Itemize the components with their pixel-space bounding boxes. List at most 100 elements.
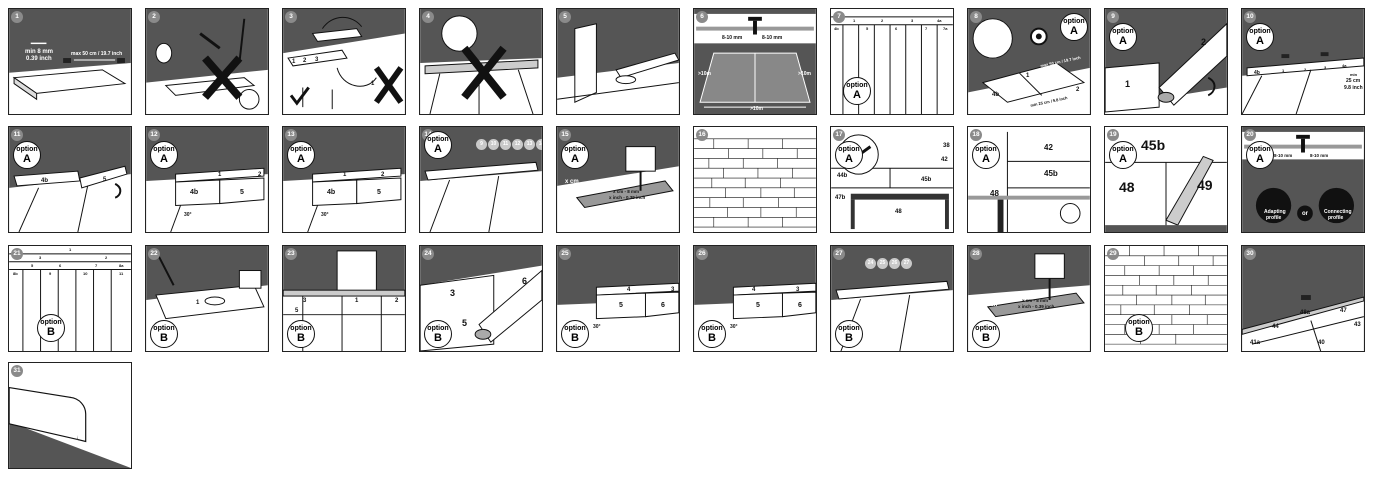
step-badge: 9: [476, 139, 487, 150]
step-badge: 24: [865, 258, 876, 269]
panel-26: 26 4 3 5 6 30° option B: [693, 245, 817, 352]
panel-4-illustration: [420, 9, 542, 114]
panel-25-illustration: [557, 246, 679, 351]
panel-1-illustration: [9, 9, 131, 114]
option-word: option: [1112, 146, 1134, 153]
step-number: 26: [696, 248, 708, 260]
option-badge: option B: [698, 320, 726, 348]
panel-7-text-c: 3: [911, 18, 914, 23]
panel-13-text-a: 1: [343, 172, 347, 178]
panel-18-text-c: 48: [990, 189, 999, 198]
panel-25-text-b: 3: [671, 287, 675, 293]
panel-15: 15 option A x cm x inch x cm - 8 mm x in…: [556, 126, 680, 233]
option-word: option: [1249, 146, 1271, 153]
panel-3-illustration: [283, 9, 405, 114]
panel-8-text-d: 4b: [992, 92, 1000, 98]
step-badge: 25: [877, 258, 888, 269]
panel-13-text-d: 5: [377, 189, 381, 196]
step-number: 21: [11, 248, 23, 260]
panel-3-text-c: 3: [315, 57, 319, 63]
step-badge: 26: [889, 258, 900, 269]
panel-8: 8 option A max 50 cm / 19.7 inch 1 2 4b …: [967, 8, 1091, 115]
panel-6: 6 8-10 mm 8-10 mm >10m >10m >10m: [693, 8, 817, 115]
step-number: 30: [1244, 248, 1256, 260]
step-number: 18: [970, 129, 982, 141]
option-letter: B: [845, 332, 853, 344]
panel-17-text-f: 48: [895, 209, 902, 215]
panel-24-text-b: 6: [522, 276, 528, 286]
option-letter: A: [853, 89, 861, 101]
panel-10-text-b: 1: [1282, 68, 1285, 73]
step-badge: 11: [500, 139, 511, 150]
panel-3-text-d: 1: [371, 81, 375, 87]
panel-22-text-a: 1: [196, 300, 200, 306]
panel-20-text-g: profile: [1328, 215, 1344, 221]
option-letter: A: [297, 153, 305, 165]
panel-20-text-c: Adapting: [1264, 209, 1286, 215]
step-number: 28: [970, 248, 982, 260]
panel-10-text-f: min: [1350, 72, 1358, 77]
option-word: option: [153, 325, 175, 332]
option-badge: option A: [843, 77, 871, 105]
option-word: option: [427, 136, 449, 143]
option-letter: B: [982, 332, 990, 344]
option-badge: option A: [835, 141, 863, 169]
step-number: 17: [833, 129, 845, 141]
panel-6-illustration: [694, 9, 816, 114]
panel-13-text-b: 2: [381, 172, 385, 178]
panel-30-text-d: 43: [1354, 322, 1361, 328]
panel-11-illustration: [9, 127, 131, 232]
panel-23: 23 3 1 2 5 option B: [282, 245, 406, 352]
option-letter: A: [1070, 25, 1078, 37]
panel-7-text-i: 7a: [943, 26, 948, 31]
panel-12-text-e: 30°: [184, 212, 192, 218]
option-badge: option A: [1246, 141, 1274, 169]
step-number: 10: [1244, 11, 1256, 23]
panel-21-text-j: 9: [49, 271, 52, 276]
panel-30-text-e: 41a: [1250, 340, 1261, 346]
step-number: 2: [148, 11, 160, 23]
step-badge: 12: [512, 139, 523, 150]
option-letter: A: [160, 153, 168, 165]
option-word: option: [564, 146, 586, 153]
option-word: option: [427, 325, 449, 332]
step-number: 11: [11, 129, 23, 141]
panel-6-text-a: 8-10 mm: [722, 35, 743, 41]
panel-1-text-a: min 8 mm: [25, 49, 54, 55]
panel-11-text-a: 4b: [41, 178, 49, 184]
panel-22: 22 1 option B: [145, 245, 269, 352]
panel-23-text-a: 3: [303, 298, 307, 304]
panel-24: 24 3 6 5 option B: [419, 245, 543, 352]
step-number: 1: [11, 11, 23, 23]
panel-23-text-b: 1: [355, 298, 359, 304]
option-word: option: [838, 325, 860, 332]
step-number: 19: [1107, 129, 1119, 141]
option-badge: option B: [561, 320, 589, 348]
panel-21-text-k: 10: [83, 271, 88, 276]
option-badge: option A: [1060, 13, 1088, 41]
step-number: 12: [148, 129, 160, 141]
panel-20-text-f: Connecting: [1324, 209, 1352, 215]
option-word: option: [838, 146, 860, 153]
step-badge: 27: [901, 258, 912, 269]
option-badge: option A: [287, 141, 315, 169]
option-word: option: [290, 325, 312, 332]
option-badge: option A: [150, 141, 178, 169]
panel-17-text-e: 47b: [835, 195, 846, 201]
panel-17-text-b: 42: [941, 157, 948, 163]
option-letter: A: [1119, 35, 1127, 47]
panel-30-text-b: 47: [1340, 308, 1347, 314]
panel-21-text-h: 8a: [119, 263, 124, 268]
option-word: option: [975, 325, 997, 332]
option-badge: option A: [1109, 23, 1137, 51]
panel-12-text-c: 4b: [190, 189, 199, 196]
option-letter: A: [1119, 153, 1127, 165]
option-letter: B: [571, 332, 579, 344]
panel-1-text-b: 0.39 inch: [26, 56, 52, 62]
panel-10-text-h: 9.8 inch: [1344, 85, 1363, 91]
option-word: option: [846, 82, 868, 89]
panel-13: 13 option A 1 2 4b 5 30°: [282, 126, 406, 233]
panel-4: 4: [419, 8, 543, 115]
step-number: 15: [559, 129, 571, 141]
panel-18: 18 option A 42 45b 48: [967, 126, 1091, 233]
